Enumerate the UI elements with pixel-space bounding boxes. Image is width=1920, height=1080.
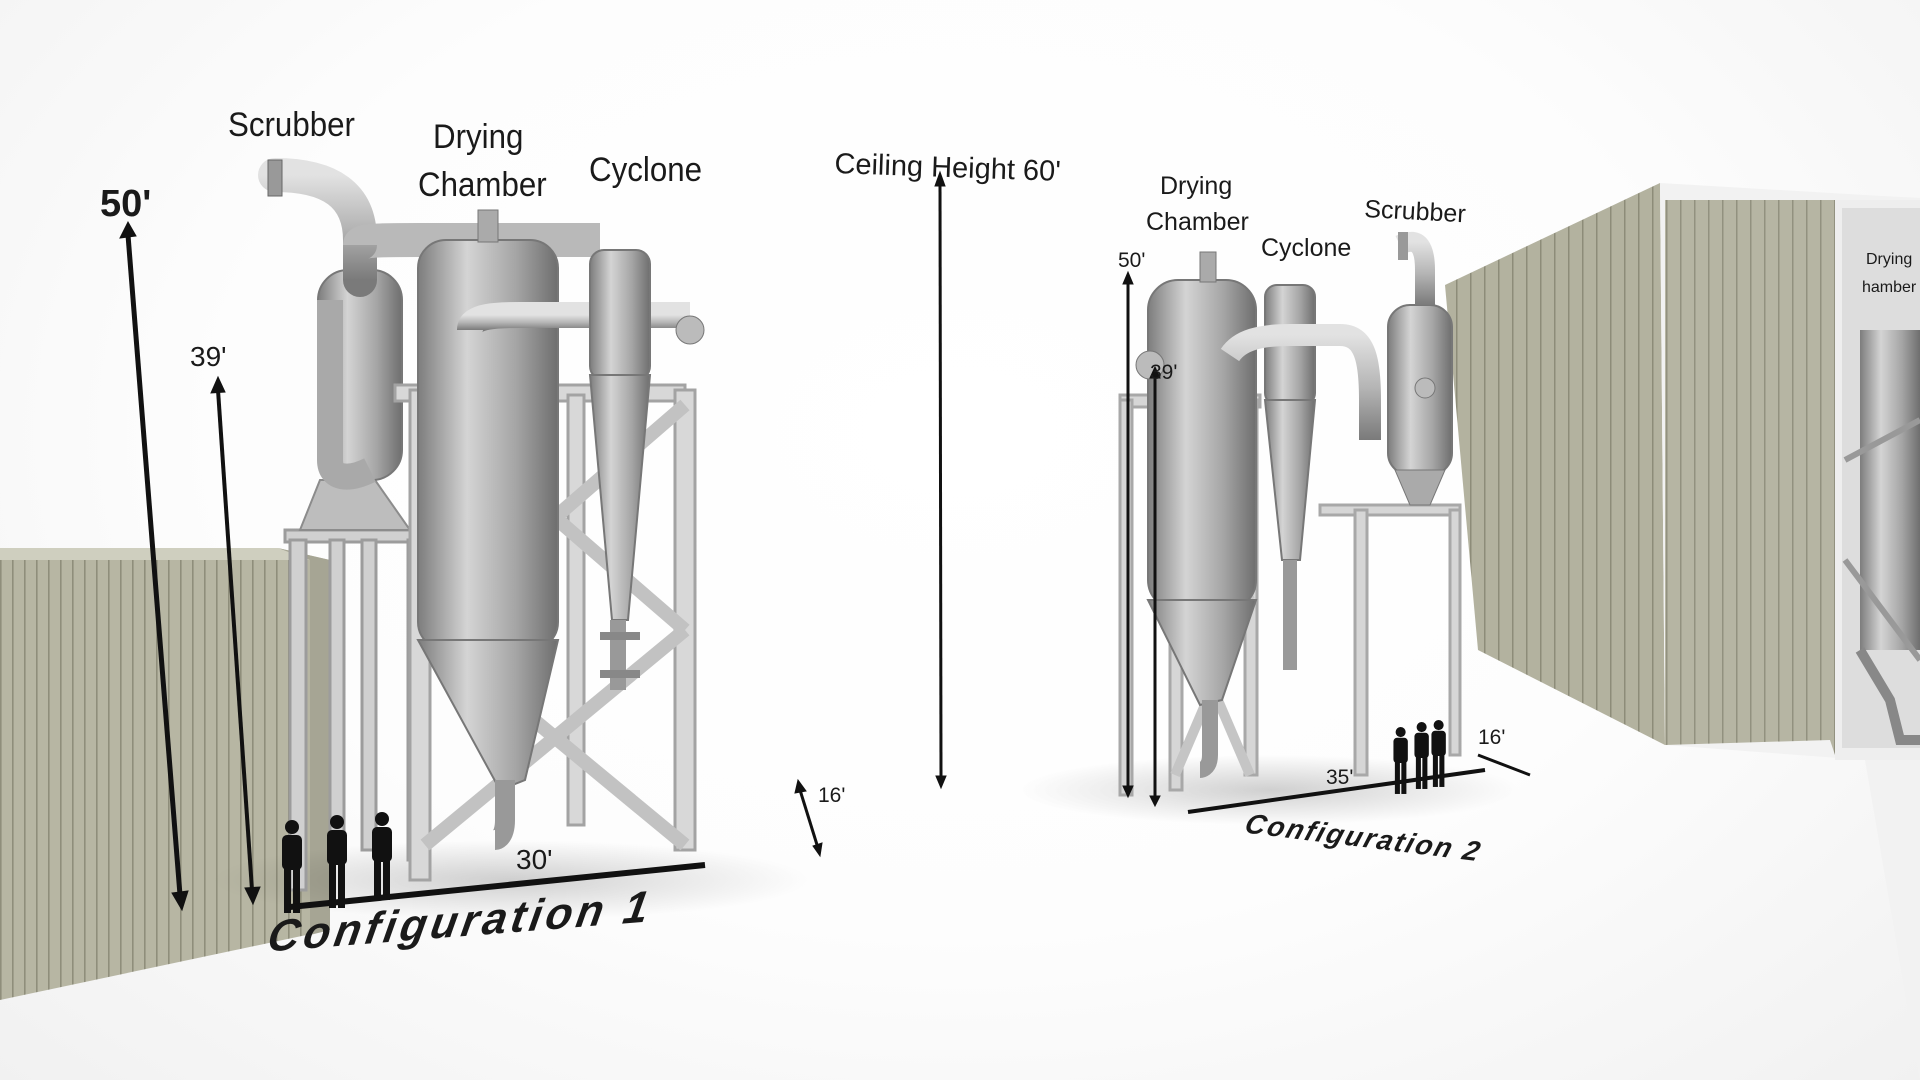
config2-height-total-label: 50' bbox=[1118, 249, 1146, 272]
config1-equipment bbox=[258, 158, 705, 892]
config1-height-total-label: 50' bbox=[100, 183, 152, 225]
config2-cyclone-label: Cyclone bbox=[1261, 234, 1352, 262]
config2-height-frame-label: 39' bbox=[1150, 361, 1178, 384]
config2-drying-label-line1: Drying bbox=[1160, 172, 1233, 200]
config1-scrubber-label: Scrubber bbox=[228, 106, 355, 144]
config1-cyclone-label: Cyclone bbox=[589, 151, 703, 189]
config2-depth-label: 16' bbox=[1478, 726, 1506, 749]
config1-depth-label: 16' bbox=[818, 784, 846, 807]
config2-equipment bbox=[1118, 231, 1462, 797]
config2-width-label: 35' bbox=[1326, 766, 1354, 789]
right-building bbox=[1445, 183, 1920, 1080]
people-silhouettes bbox=[282, 720, 1446, 913]
config2-drying-label-line2: Chamber bbox=[1146, 208, 1249, 236]
dimension-lines bbox=[119, 170, 1531, 912]
config1-drying-label-line2: Chamber bbox=[418, 166, 547, 204]
config1-width-label: 30' bbox=[516, 844, 553, 875]
config1-drying-label-line1: Drying bbox=[433, 118, 524, 156]
config1-height-frame-label: 39' bbox=[190, 341, 227, 372]
config3-drying-label-line1: Drying bbox=[1866, 251, 1913, 268]
config3-drying-label-line2: hamber bbox=[1862, 279, 1917, 296]
config2-scrubber-label: Scrubber bbox=[1363, 195, 1467, 229]
